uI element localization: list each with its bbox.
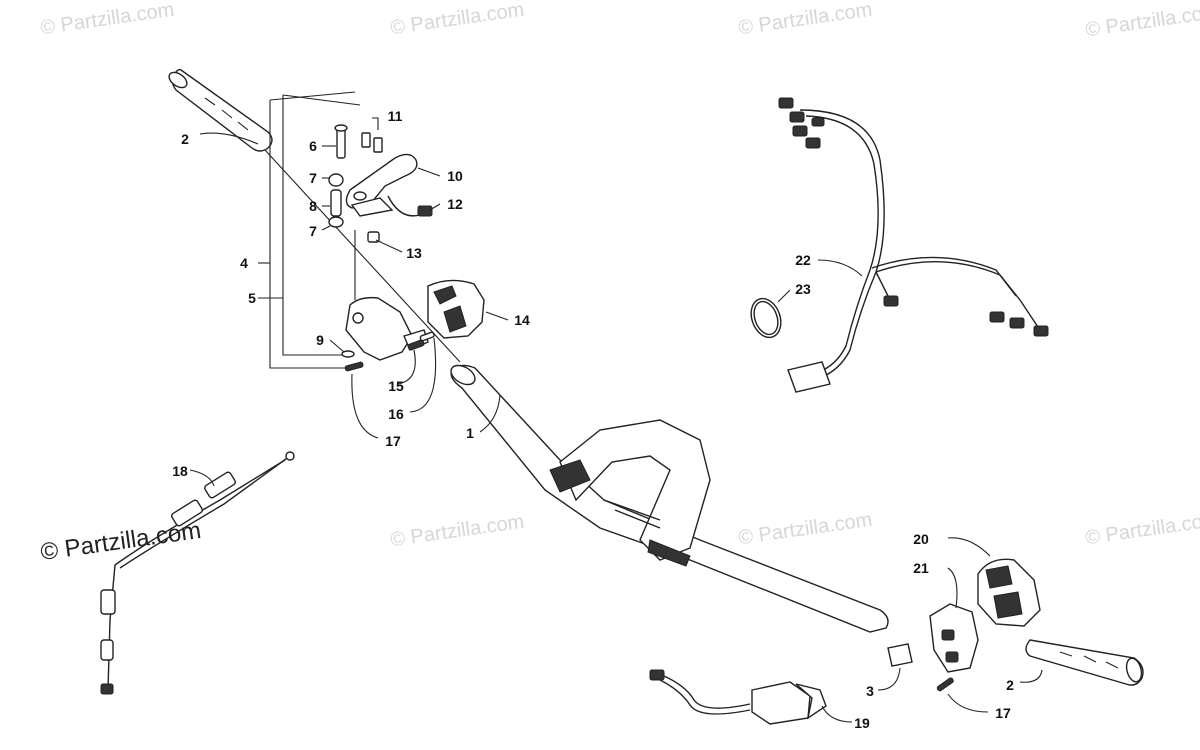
callout-1: 1 [466, 425, 474, 441]
callout-21: 21 [913, 560, 929, 576]
brake-switch[interactable] [361, 132, 383, 153]
callout-13: 13 [406, 245, 422, 261]
callout-12: 12 [447, 196, 463, 212]
screw-15[interactable] [407, 339, 425, 351]
callout-5: 5 [248, 290, 256, 306]
spacer[interactable] [330, 189, 342, 217]
callout-7-upper: 7 [309, 170, 317, 186]
handlebar[interactable] [448, 362, 889, 633]
callout-9: 9 [316, 332, 324, 348]
heater-harness-connector[interactable] [649, 669, 827, 725]
callout-17-right: 17 [995, 705, 1011, 721]
switch-housing-right[interactable] [977, 558, 1041, 627]
callout-numbers: 2 4 5 6 7 8 7 11 10 12 13 14 9 15 16 17 … [172, 108, 1014, 731]
retaining-clip[interactable] [367, 231, 380, 243]
callout-4: 4 [240, 255, 248, 271]
callout-22: 22 [795, 252, 811, 268]
callout-11: 11 [388, 108, 403, 124]
snap-ring[interactable] [746, 294, 786, 341]
wiring-harness[interactable] [778, 97, 1049, 393]
callout-17-left: 17 [385, 433, 401, 449]
screw-17-left[interactable] [344, 361, 364, 372]
callout-15: 15 [388, 378, 404, 394]
callout-7-lower: 7 [309, 223, 317, 239]
screw-16[interactable] [419, 331, 435, 342]
bushing-lower[interactable] [328, 216, 344, 228]
callout-19: 19 [854, 715, 870, 731]
switch-with-wire[interactable] [387, 195, 433, 217]
throttle-housing[interactable] [929, 603, 979, 673]
left-grip[interactable] [166, 68, 273, 152]
switch-housing-left[interactable] [427, 279, 485, 339]
bar-end-plug[interactable] [887, 643, 913, 667]
callout-6: 6 [309, 138, 317, 154]
throttle-cable[interactable] [100, 451, 295, 695]
callout-2-right: 2 [1006, 677, 1014, 693]
right-grip[interactable] [1025, 639, 1144, 686]
bushing-upper[interactable] [328, 173, 344, 187]
callout-14: 14 [514, 312, 530, 328]
callout-16: 16 [388, 406, 404, 422]
screw-17-right[interactable] [936, 677, 954, 692]
callout-23: 23 [795, 281, 811, 297]
callout-20: 20 [913, 531, 929, 547]
pivot-pin[interactable] [334, 124, 348, 159]
callout-2-left: 2 [181, 131, 189, 147]
callout-18: 18 [172, 463, 188, 479]
callout-3: 3 [866, 683, 874, 699]
brake-lever[interactable] [345, 153, 418, 217]
bracket-lines [258, 91, 361, 369]
leader-lines [189, 117, 1043, 723]
callout-10: 10 [447, 168, 463, 184]
brake-housing[interactable] [341, 296, 429, 361]
callout-8: 8 [309, 198, 317, 214]
